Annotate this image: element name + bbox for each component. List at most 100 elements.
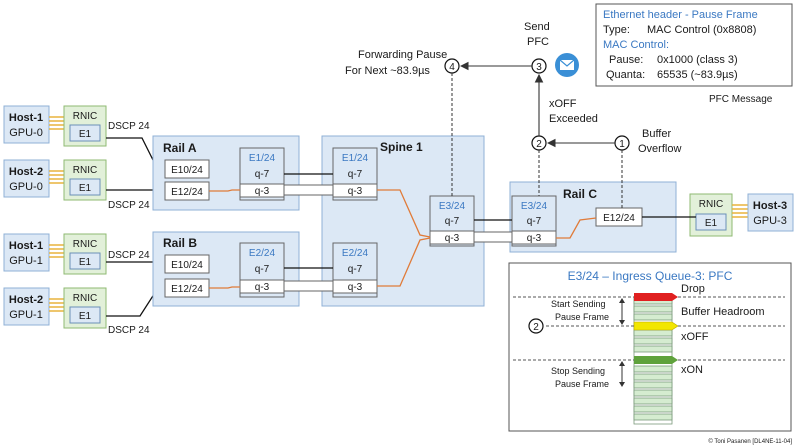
frame-quanta-label: Quanta: bbox=[606, 69, 645, 81]
forwarding-label: For Next ~83.9µs bbox=[345, 65, 430, 77]
orange-flow-paths bbox=[209, 189, 597, 289]
frame-header: Ethernet header - Pause Frame bbox=[603, 9, 758, 21]
rail-c: Rail C E3/24 q-7 q-3 E12/24 bbox=[509, 181, 677, 253]
copyright: © Toni Pasanen [DL4NE-11-04] bbox=[708, 438, 792, 445]
dscp-label: DSCP 24 bbox=[108, 325, 150, 336]
host-name: Host-3 bbox=[753, 200, 787, 212]
rnic-label: RNIC bbox=[699, 199, 723, 210]
rail-b: Rail B E10/24 E12/24 E2/24 q-7 q-3 bbox=[152, 231, 300, 307]
connector-icon bbox=[49, 170, 64, 184]
frame-pause-value: 0x1000 (class 3) bbox=[657, 54, 738, 66]
dscp-label: DSCP 24 bbox=[108, 121, 150, 132]
connector-icon bbox=[49, 298, 64, 312]
host-group-1: Host-1 GPU-0 RNIC E1 DSCP 24 bbox=[3, 105, 150, 147]
host-gpu: GPU-1 bbox=[9, 309, 43, 321]
start-sending-label: Pause Frame bbox=[555, 312, 609, 322]
step-4: 4 bbox=[444, 58, 460, 74]
dscp-label: DSCP 24 bbox=[108, 200, 150, 211]
port-label: E2/24 bbox=[342, 248, 369, 259]
threshold-lines bbox=[513, 296, 785, 361]
queue-label: q-3 bbox=[348, 282, 363, 293]
panel-step: 2 bbox=[533, 322, 539, 333]
host-gpu: GPU-0 bbox=[9, 181, 43, 193]
drop-marker bbox=[634, 293, 678, 301]
rnic-label: RNIC bbox=[73, 239, 97, 250]
buffer-label: Buffer bbox=[642, 128, 671, 140]
dashed-drops bbox=[451, 73, 623, 208]
step-1: 1 bbox=[614, 135, 630, 151]
host-3: RNIC E1 Host-3 GPU-3 bbox=[689, 193, 794, 237]
queue7-links bbox=[284, 173, 696, 269]
port-label: E12/24 bbox=[171, 284, 203, 295]
forwarding-label: Forwarding Pause bbox=[358, 49, 447, 61]
port-label: E3/24 bbox=[521, 201, 548, 212]
frame-quanta-value: 65535 (~83.9µs) bbox=[657, 69, 738, 81]
rail-title: Rail B bbox=[163, 236, 197, 250]
svg-text:2: 2 bbox=[536, 139, 542, 150]
svg-text:3: 3 bbox=[536, 62, 542, 73]
mail-icon bbox=[555, 53, 579, 77]
xoff-label: xOFF bbox=[549, 98, 577, 110]
rail-title: Rail C bbox=[563, 187, 597, 201]
port-label: E1/24 bbox=[342, 153, 369, 164]
port-label: E1/24 bbox=[249, 153, 276, 164]
rnic-port: E1 bbox=[79, 129, 92, 140]
spine-title: Spine 1 bbox=[380, 140, 423, 154]
queue-panel-title: E3/24 – Ingress Queue-3: PFC bbox=[568, 269, 733, 283]
queue-label: q-7 bbox=[255, 264, 270, 275]
send-label: Send bbox=[524, 21, 550, 33]
headroom-label: Buffer Headroom bbox=[681, 306, 765, 318]
rail-a: Rail A E10/24 E12/24 E1/24 q-7 q-3 bbox=[152, 135, 300, 211]
port-label: E2/24 bbox=[249, 248, 276, 259]
host-name: Host-1 bbox=[9, 240, 43, 252]
xoff-level-label: xOFF bbox=[681, 331, 709, 343]
rnic-label: RNIC bbox=[73, 165, 97, 176]
host-group-2: Host-2 GPU-0 RNIC E1 DSCP 24 bbox=[3, 159, 150, 211]
step-arrows bbox=[459, 61, 615, 148]
host-gpu: GPU-0 bbox=[9, 127, 43, 139]
step-2-circle bbox=[528, 318, 544, 334]
rnic-port: E1 bbox=[79, 183, 92, 194]
queue-label: q-3 bbox=[255, 186, 270, 197]
queue-label: q-7 bbox=[445, 216, 460, 227]
rnic-label: RNIC bbox=[73, 111, 97, 122]
frame-mac-control: MAC Control: bbox=[603, 39, 669, 51]
frame-pause-label: Pause: bbox=[609, 54, 643, 66]
xoff-label: Exceeded bbox=[549, 113, 598, 125]
queue-label: q-3 bbox=[527, 233, 542, 244]
connector-icon bbox=[49, 244, 64, 258]
step-2: 2 bbox=[531, 135, 547, 151]
queue-panel: E3/24 – Ingress Queue-3: PFC bbox=[508, 262, 792, 432]
host-name: Host-2 bbox=[9, 166, 43, 178]
port-label: E12/24 bbox=[603, 213, 635, 224]
xoff-marker bbox=[633, 321, 679, 331]
rnic-port: E1 bbox=[705, 218, 718, 229]
queue-label: q-7 bbox=[255, 169, 270, 180]
xon-level-label: xON bbox=[681, 364, 703, 376]
queue-label: q-3 bbox=[255, 282, 270, 293]
queue-label: q-7 bbox=[527, 216, 542, 227]
rail-title: Rail A bbox=[163, 141, 197, 155]
connector-icon bbox=[49, 116, 64, 130]
svg-text:4: 4 bbox=[449, 62, 455, 73]
rnic-port: E1 bbox=[79, 257, 92, 268]
start-sending-label: Start Sending bbox=[551, 299, 606, 309]
dscp-label: DSCP 24 bbox=[108, 250, 150, 261]
frame-type-label: Type: bbox=[603, 24, 630, 36]
queue-label: q-7 bbox=[348, 264, 363, 275]
rnic-label: RNIC bbox=[73, 293, 97, 304]
port-label: E10/24 bbox=[171, 165, 203, 176]
frame-type-value: MAC Control (0x8808) bbox=[647, 24, 756, 36]
stop-sending-label: Stop Sending bbox=[551, 366, 605, 376]
host-gpu: GPU-1 bbox=[9, 255, 43, 267]
port-label: E12/24 bbox=[171, 187, 203, 198]
rnic-port: E1 bbox=[79, 311, 92, 322]
port-label: E10/24 bbox=[171, 260, 203, 271]
send-label: PFC bbox=[527, 36, 549, 48]
buffer-label: Overflow bbox=[638, 143, 681, 155]
host-gpu: GPU-3 bbox=[753, 215, 787, 227]
queue-label: q-3 bbox=[348, 186, 363, 197]
host-name: Host-1 bbox=[9, 112, 43, 124]
connector-icon bbox=[732, 204, 748, 218]
